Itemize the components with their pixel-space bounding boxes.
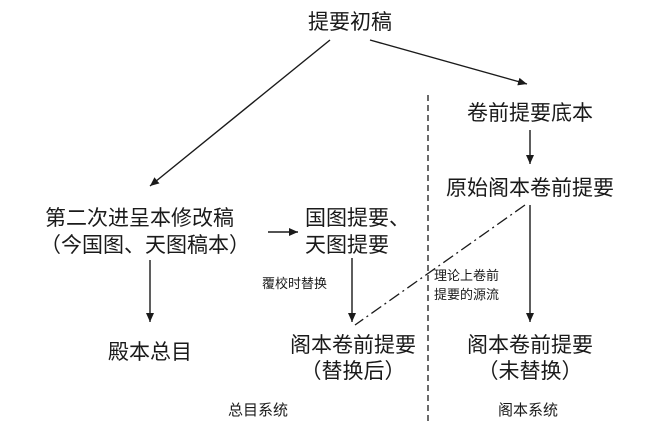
arrow-initial-to-base bbox=[369, 39, 528, 86]
dashdot-theory-line bbox=[354, 204, 526, 326]
node-base-text: 卷前提要底本 bbox=[467, 101, 593, 125]
node-second-draft-line2: （今国图、天图稿本） bbox=[40, 233, 250, 257]
node-nlc-tjl-line2: 天图提要 bbox=[305, 233, 389, 257]
edge-label-theory-line2: 提要的源流 bbox=[434, 288, 500, 303]
node-pavilion-unreplaced-line2: （未替换） bbox=[477, 359, 583, 383]
edge-label-replace-on-review: 覆校时替换 bbox=[262, 277, 328, 292]
node-second-draft-line1: 第二次进呈本修改稿 bbox=[45, 206, 234, 230]
node-pavilion-unreplaced-line1: 阁本卷前提要 bbox=[467, 333, 593, 357]
edge-label-theory-line1: 理论上卷前 bbox=[434, 269, 500, 284]
arrow-initial-to-second-draft bbox=[149, 39, 331, 187]
system-label-pavilion: 阁本系统 bbox=[498, 401, 559, 419]
node-pavilion-replaced-line2: （替换后） bbox=[300, 359, 406, 383]
node-palace-catalog: 殿本总目 bbox=[108, 340, 192, 364]
node-nlc-tjl-line1: 国图提要、 bbox=[305, 206, 410, 230]
node-initial-draft: 提要初稿 bbox=[308, 10, 392, 34]
system-label-catalog: 总目系统 bbox=[228, 401, 289, 419]
node-original-pavilion: 原始阁本卷前提要 bbox=[446, 176, 614, 200]
node-pavilion-replaced-line1: 阁本卷前提要 bbox=[290, 333, 416, 357]
